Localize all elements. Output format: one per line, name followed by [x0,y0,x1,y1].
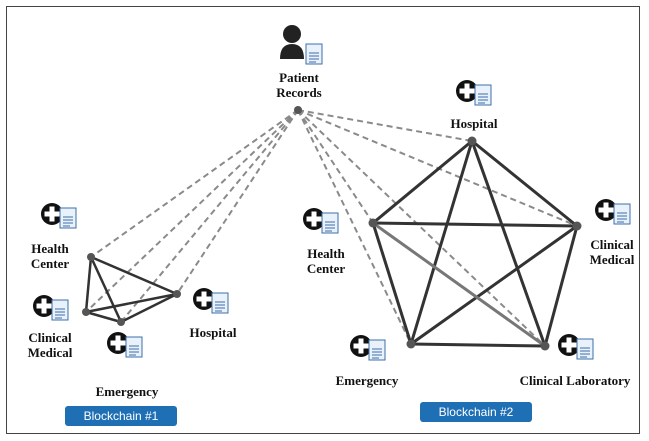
medical-cross-document-icon [350,335,385,360]
c2-clinical-laboratory-label: Clinical Laboratory [519,373,631,388]
medical-cross-document-icon [595,199,630,224]
c2-lab-node [540,341,550,351]
edge [84,256,93,313]
blockchain-1-badge: Blockchain #1 [65,406,177,426]
blockchain-1-edges [84,255,178,324]
c2-health-center-label: Health Center [296,246,356,276]
medical-cross-document-icon [41,203,76,228]
label-line: Health [307,246,345,261]
c1-clinical-node [82,308,90,316]
c1-emergency-label: Emergency [95,384,159,399]
medical-cross-document-icon [303,208,338,233]
link-to-c1-health [90,109,299,258]
link-to-c2-emergency [297,109,412,345]
c1-hospital-label: Hospital [189,325,237,340]
edge [471,139,578,228]
label-line: Records [276,85,322,100]
c2-hospital-node [467,136,477,146]
label-line: Patient [279,70,319,85]
edge [372,221,546,348]
edge [371,222,413,345]
edge [470,140,547,347]
label-line: Medical [589,252,635,267]
patient-records-label: Patient Records [264,70,334,100]
edge [409,140,474,345]
link-to-c2-lab [297,109,546,347]
edge [89,256,123,323]
c2-emergency-node [406,339,416,349]
c2-clinical-medical-label: Clinical Medical [582,237,642,267]
c2-hospital-label: Hospital [450,116,498,131]
medical-cross-document-icon [558,334,593,359]
c2-clinical-node [572,221,582,231]
label-line: Center [30,256,70,271]
edge [543,225,579,347]
link-to-c1-emergency [120,109,299,323]
patient-records-icon [280,25,323,65]
c2-emergency-label: Emergency [335,373,399,388]
c2-health-node [368,218,378,228]
nodes [82,106,582,351]
blockchain-2-badge: Blockchain #2 [420,402,532,422]
c1-health-center-label: Health Center [22,241,78,271]
edge [410,342,546,348]
edge [372,139,473,225]
medical-cross-document-icon [193,288,228,313]
link-to-c1-hospital [176,109,299,295]
medical-cross-document-icon [456,80,491,105]
link-to-c1-clinical [85,109,299,313]
patient-node [294,106,302,114]
c1-hospital-node [173,290,181,298]
edge [372,221,578,228]
c1-clinical-medical-label: Clinical Medical [20,330,80,360]
edge [120,292,178,324]
medical-cross-document-icon [33,295,68,320]
label-line: Clinical [590,237,634,252]
edge [85,310,122,324]
diagram-frame [6,6,640,434]
label-line: Medical [27,345,73,360]
label-line: Center [306,261,346,276]
label-line: Clinical [28,330,72,345]
blockchain-2-edges [371,139,579,348]
edge [85,292,178,314]
link-to-c2-health [297,109,374,224]
edge [90,255,178,296]
edge [410,224,578,346]
c1-emergency-node [117,318,125,326]
medical-cross-document-icon [107,332,142,357]
c1-health-node [87,253,95,261]
label-line: Health [31,241,69,256]
